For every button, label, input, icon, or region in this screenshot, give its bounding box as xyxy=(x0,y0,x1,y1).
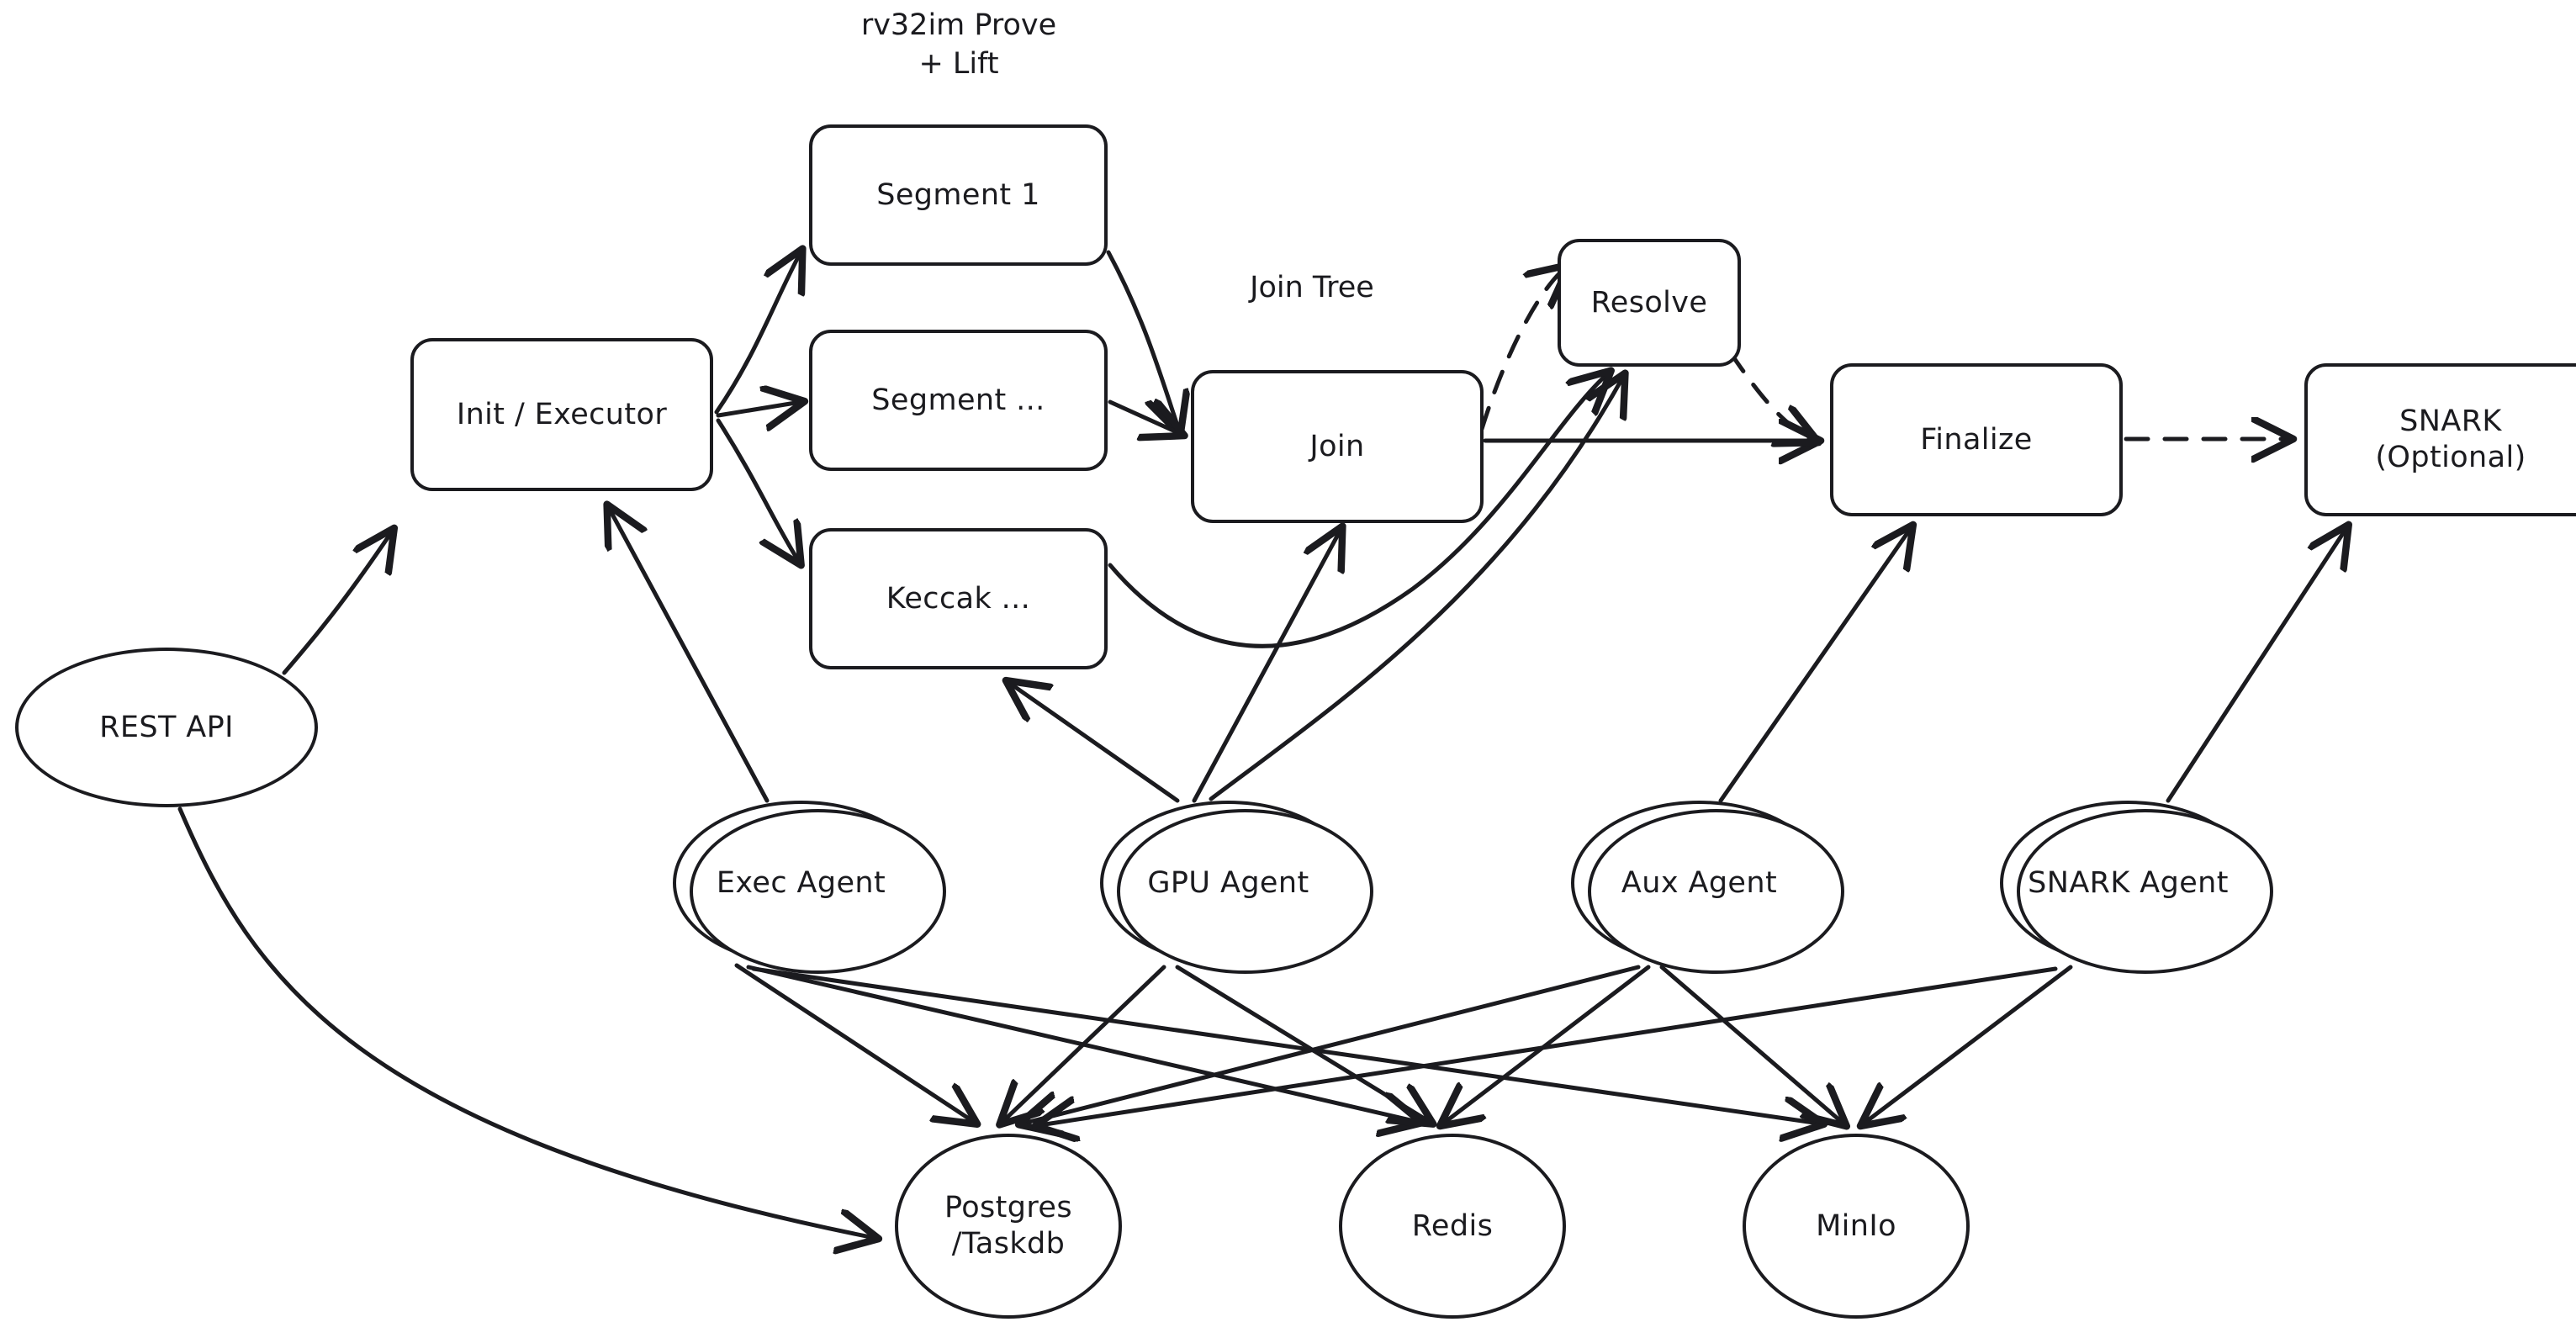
node-label: GPU Agent xyxy=(1147,865,1309,900)
node-exec_agent[interactable]: Exec Agent xyxy=(673,801,946,974)
node-minio[interactable]: MinIo xyxy=(1743,1134,1970,1319)
node-join[interactable]: Join xyxy=(1191,370,1484,523)
node-rest_api[interactable]: REST API xyxy=(15,648,318,807)
edge-keccak-to-resolve xyxy=(1108,373,1608,648)
edge-rest-api-to-init-executor xyxy=(282,531,392,675)
edge-segment-n-to-join xyxy=(1108,402,1181,434)
node-keccak[interactable]: Keccak ... xyxy=(809,528,1108,669)
node-label: Segment ... xyxy=(871,383,1045,417)
node-init_exec[interactable]: Init / Executor xyxy=(410,338,713,491)
edge-exec-agent-to-postgres xyxy=(734,963,974,1122)
edge-snark-agent-to-minio xyxy=(1864,965,2073,1124)
node-aux_agent[interactable]: Aux Agent xyxy=(1571,801,1844,974)
node-label: Redis xyxy=(1411,1208,1494,1243)
edge-exec-agent-to-init-executor xyxy=(609,508,770,803)
group-label-rv32im-prove-lift: rv32im Prove + Lift xyxy=(860,8,1057,81)
node-segment1[interactable]: Segment 1 xyxy=(809,124,1108,266)
node-label: SNARK (Optional) xyxy=(2375,405,2526,474)
node-label: Aux Agent xyxy=(1621,865,1778,900)
node-postgres[interactable]: Postgres /Taskdb xyxy=(895,1134,1122,1319)
node-snark_agent[interactable]: SNARK Agent xyxy=(2000,801,2273,974)
node-label: Finalize xyxy=(1920,422,2033,457)
node-redis[interactable]: Redis xyxy=(1339,1134,1566,1319)
node-label: Postgres /Taskdb xyxy=(944,1191,1073,1261)
edge-gpu-agent-to-resolve xyxy=(1209,377,1623,801)
node-label: SNARK Agent xyxy=(2028,865,2229,900)
node-label: MinIo xyxy=(1816,1208,1896,1243)
edge-init-executor-to-segment-n xyxy=(716,402,801,415)
edge-aux-agent-to-minio xyxy=(1659,965,1843,1124)
edge-init-executor-to-keccak xyxy=(716,418,799,562)
edge-join-to-resolve xyxy=(1479,267,1566,431)
edge-aux-agent-to-postgres xyxy=(1023,965,1641,1124)
node-label: Join xyxy=(1309,429,1365,463)
node-gpu_agent[interactable]: GPU Agent xyxy=(1100,801,1373,974)
node-label: Exec Agent xyxy=(716,865,886,900)
group-label-join-tree: Join Tree xyxy=(1250,271,1374,304)
node-label: Segment 1 xyxy=(876,177,1040,212)
edge-aux-agent-to-finalize xyxy=(1718,528,1911,803)
edge-snark-agent-to-postgres xyxy=(1039,966,2058,1125)
node-finalize[interactable]: Finalize xyxy=(1830,363,2123,516)
node-snark[interactable]: SNARK (Optional) xyxy=(2304,363,2576,516)
edge-gpu-agent-to-redis xyxy=(1175,965,1430,1122)
node-resolve[interactable]: Resolve xyxy=(1558,239,1741,367)
edge-snark-agent-to-snark xyxy=(2166,528,2346,803)
edge-init-executor-to-segment-1 xyxy=(714,252,801,415)
node-label: Keccak ... xyxy=(886,581,1031,616)
node-label: Resolve xyxy=(1590,285,1708,320)
edge-resolve-to-finalize xyxy=(1728,351,1815,441)
edge-exec-agent-to-minio xyxy=(751,966,1820,1124)
node-label: REST API xyxy=(99,710,234,744)
edge-gpu-agent-to-keccak xyxy=(1009,683,1180,803)
edge-gpu-agent-to-join xyxy=(1192,530,1341,803)
node-segmentN[interactable]: Segment ... xyxy=(809,330,1108,471)
edge-gpu-agent-to-postgres xyxy=(1002,965,1166,1122)
node-label: Init / Executor xyxy=(456,397,668,431)
edge-rest-api-to-postgres xyxy=(177,806,875,1238)
